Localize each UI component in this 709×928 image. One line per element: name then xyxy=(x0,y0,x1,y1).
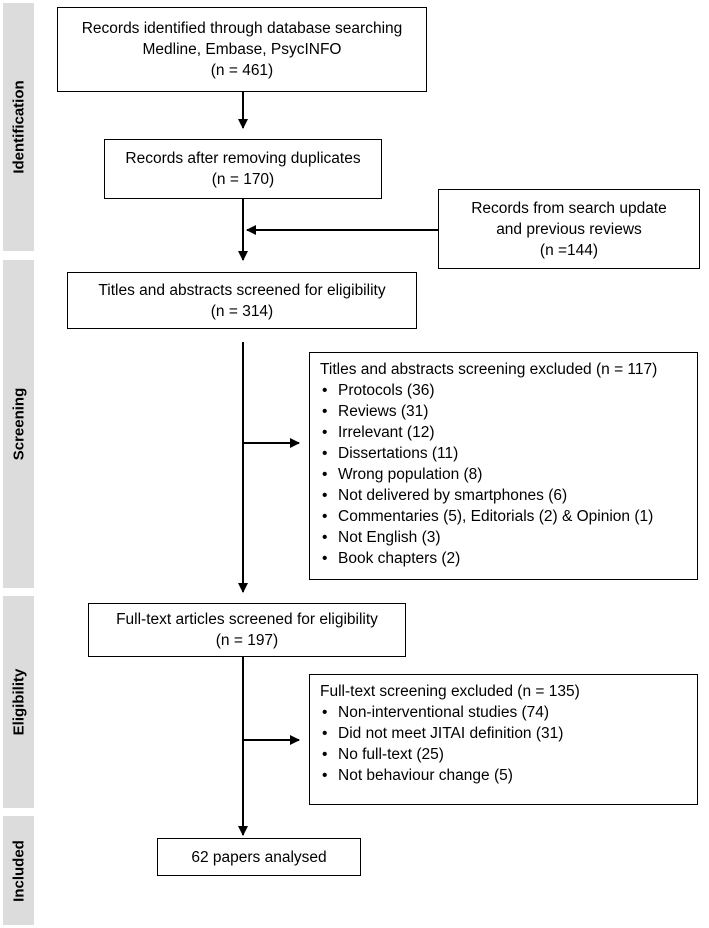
fulltext-excluded-list: Non-interventional studies (74) Did not … xyxy=(320,702,687,786)
list-item: Non-interventional studies (74) xyxy=(322,702,687,723)
full-text-box: Full-text articles screened for eligibil… xyxy=(88,603,406,657)
list-item: Not behaviour change (5) xyxy=(322,765,687,786)
fulltext-excluded-title: Full-text screening excluded (n = 135) xyxy=(320,683,580,700)
box-line: Records from search update xyxy=(471,199,667,217)
search-update-box: Records from search update and previous … xyxy=(438,189,700,269)
box-line: Titles and abstracts screened for eligib… xyxy=(98,281,386,299)
list-item: Not delivered by smartphones (6) xyxy=(322,485,687,506)
list-item: Not English (3) xyxy=(322,527,687,548)
list-item: No full-text (25) xyxy=(322,744,687,765)
screening-excluded-title: Titles and abstracts screening excluded … xyxy=(320,361,658,378)
list-item: Irrelevant (12) xyxy=(322,422,687,443)
box-line: 62 papers analysed xyxy=(191,848,327,866)
list-item: Did not meet JITAI definition (31) xyxy=(322,723,687,744)
list-item: Commentaries (5), Editorials (2) & Opini… xyxy=(322,506,687,527)
list-item: Book chapters (2) xyxy=(322,548,687,569)
screening-excluded-list: Protocols (36) Reviews (31) Irrelevant (… xyxy=(320,380,687,569)
box-line: Records after removing duplicates xyxy=(125,150,361,167)
box-line: (n = 314) xyxy=(210,302,274,320)
box-line: (n = 197) xyxy=(215,632,279,649)
box-line: (n =144) xyxy=(539,241,599,259)
after-duplicates-box: Records after removing duplicates (n = 1… xyxy=(104,139,382,199)
stage-identification: Identification xyxy=(3,3,34,251)
list-item: Protocols (36) xyxy=(322,380,687,401)
box-line: (n = 170) xyxy=(211,171,275,188)
database-search-box: Records identified through database sear… xyxy=(57,7,427,92)
box-line: Records identified through database sear… xyxy=(81,20,403,37)
stage-eligibility: Eligibility xyxy=(3,596,34,808)
box-line: (n = 461) xyxy=(210,62,274,79)
stage-included: Included xyxy=(3,816,34,925)
stage-screening: Screening xyxy=(3,260,34,588)
list-item: Wrong population (8) xyxy=(322,464,687,485)
screening-excluded-box: Titles and abstracts screening excluded … xyxy=(309,352,698,580)
list-item: Dissertations (11) xyxy=(322,443,687,464)
titles-abstracts-box: Titles and abstracts screened for eligib… xyxy=(67,272,417,329)
box-line: and previous reviews xyxy=(496,220,642,238)
included-box: 62 papers analysed xyxy=(157,838,361,876)
box-line: Medline, Embase, PsycINFO xyxy=(142,41,342,58)
list-item: Reviews (31) xyxy=(322,401,687,422)
box-line: Full-text articles screened for eligibil… xyxy=(116,611,378,628)
fulltext-excluded-box: Full-text screening excluded (n = 135) N… xyxy=(309,674,698,805)
